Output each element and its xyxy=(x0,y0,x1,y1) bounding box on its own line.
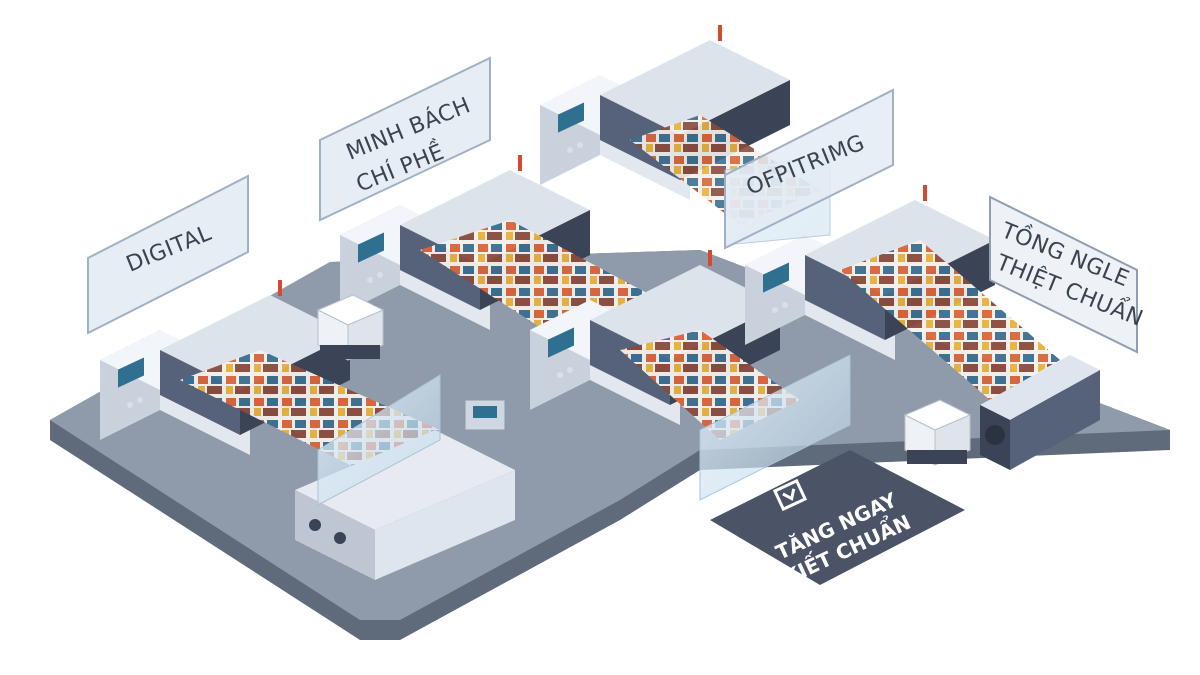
glass-panel-left xyxy=(317,374,441,506)
cutting-machine xyxy=(295,399,515,580)
sign-minh-bach: MINH BÁCH CHÍ PHỀ xyxy=(319,56,491,222)
paper-stack-right xyxy=(903,399,972,466)
roll-unit-right xyxy=(980,355,1100,470)
paper-stack-left xyxy=(316,294,385,361)
sign-digital: DIGITAL xyxy=(87,174,249,335)
arrow-down-badge-icon xyxy=(772,478,808,512)
paper-web-right xyxy=(840,240,1060,400)
glass-panel-center xyxy=(699,354,851,501)
